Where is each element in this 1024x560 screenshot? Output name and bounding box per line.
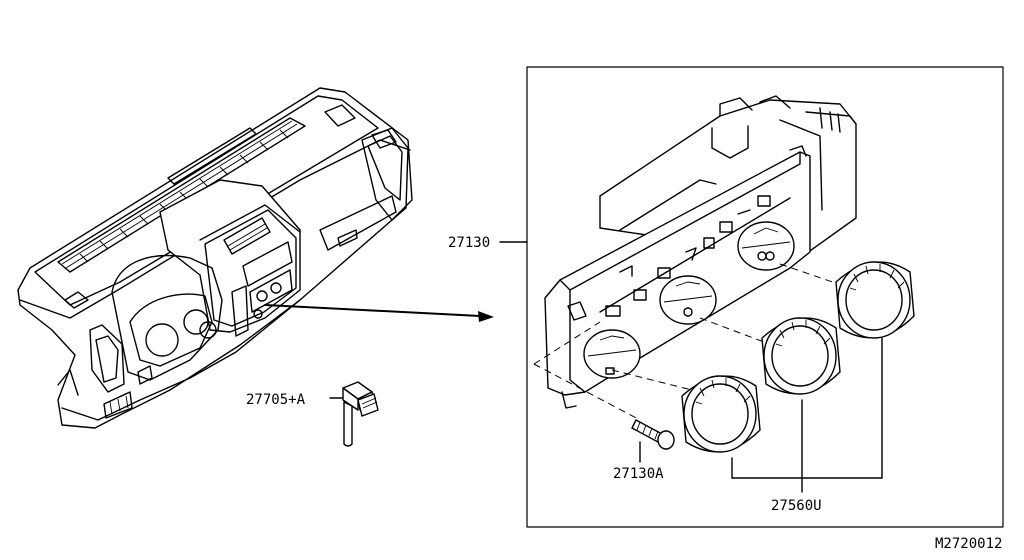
control-knob-1 xyxy=(681,375,761,453)
label-27560U: 27560U xyxy=(771,498,822,514)
control-knob-2 xyxy=(761,317,841,395)
temperature-dial xyxy=(737,221,795,271)
sensor-connector-drawing xyxy=(342,381,379,447)
label-27130: 27130 xyxy=(448,235,490,251)
label-27130A: 27130A xyxy=(613,466,664,482)
instrument-panel-drawing xyxy=(17,87,413,429)
fan-dial xyxy=(583,329,641,379)
leader-lines xyxy=(329,241,883,493)
mounting-screw-drawing xyxy=(631,419,675,450)
heater-control-drawing xyxy=(544,95,857,409)
location-arrow xyxy=(264,304,494,322)
label-27705A: 27705+A xyxy=(246,392,306,408)
control-knob-3 xyxy=(835,261,915,339)
alignment-guides xyxy=(533,263,851,421)
assembly-frame xyxy=(526,66,1004,528)
mode-dial xyxy=(659,275,717,325)
mode-icons xyxy=(605,195,771,317)
defroster-vent-slats xyxy=(79,129,289,263)
figure-code: M2720012 xyxy=(935,536,1002,552)
